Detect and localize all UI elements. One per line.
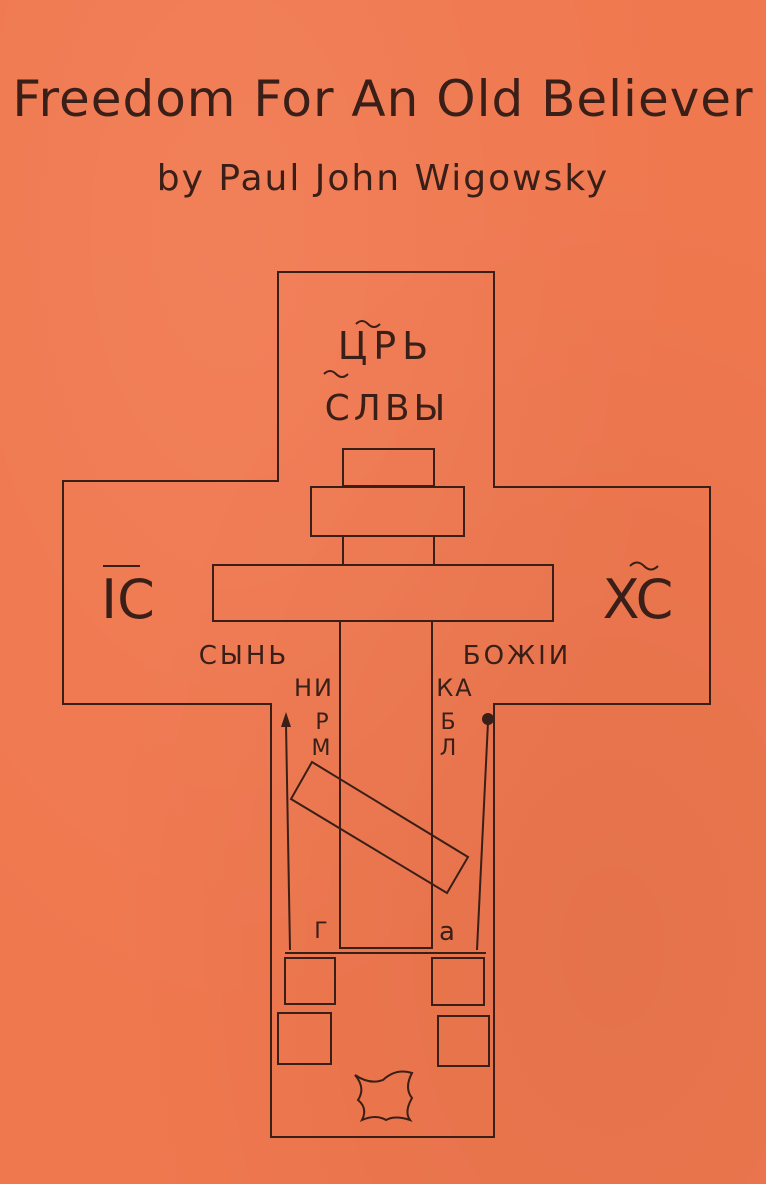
titlo-mark-xc — [629, 561, 659, 571]
cross-label-bozhii: БОЖІИ — [463, 641, 571, 671]
cross-label-syn: СЫНЬ — [199, 641, 289, 671]
main-crossbar — [212, 564, 554, 622]
cross-label-ni: НИ — [294, 674, 334, 702]
cross-label-m: М — [312, 736, 331, 761]
vertical-beam-lower — [339, 621, 433, 949]
author-line: by Paul John Wigowsky — [156, 158, 610, 199]
base-square-right-bottom — [437, 1015, 490, 1067]
titlo-mark-top — [355, 320, 381, 328]
cross-label-xc: XC — [603, 568, 674, 631]
cross-label-a: а — [439, 917, 455, 947]
slanted-footrest — [289, 760, 470, 895]
book-title: Freedom For An Old Believer — [12, 70, 754, 128]
base-square-right-top — [431, 957, 485, 1006]
cross-label-ka: КА — [436, 674, 473, 702]
cross-label-g: Г — [314, 919, 327, 944]
cross-label-l: Л — [440, 736, 457, 761]
titlo-mark-slvy — [323, 370, 349, 378]
spear-tip-icon — [281, 712, 291, 727]
base-square-left-top — [284, 957, 336, 1005]
sponge-icon — [482, 713, 494, 725]
cross-label-ic: IC — [101, 568, 155, 631]
top-title-plate — [342, 448, 435, 487]
cross-label-tsar: ЦРЬ — [338, 324, 435, 368]
reed-shaft — [476, 721, 489, 951]
cross-label-r: Р — [315, 710, 328, 735]
vertical-beam-upper — [342, 536, 435, 565]
upper-crossbar-plate — [310, 486, 465, 537]
base-square-left-bottom — [277, 1012, 332, 1065]
cross-outline — [62, 271, 711, 1138]
spear-shaft — [285, 723, 291, 951]
cross-label-b: Б — [440, 710, 455, 735]
cross-label-slavy: СЛВЫ — [325, 388, 450, 429]
skull-icon — [354, 1070, 414, 1122]
